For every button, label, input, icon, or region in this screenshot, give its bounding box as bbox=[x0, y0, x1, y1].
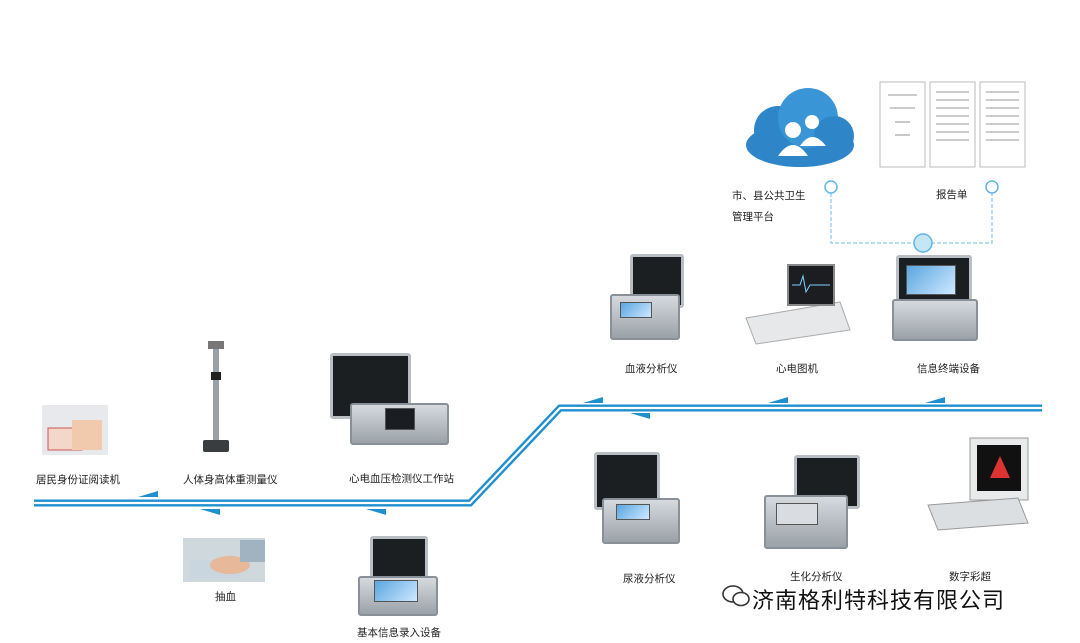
ultrasound-label: 数字彩超 bbox=[949, 571, 991, 583]
info-terminal-image bbox=[892, 255, 978, 341]
company-watermark: 济南格利特科技有限公司 bbox=[752, 589, 1006, 614]
biochem-analyzer-label: 生化分析仪 bbox=[790, 571, 843, 583]
info-entry-device-image bbox=[358, 536, 438, 616]
id-reader-label: 居民身份证阅读机 bbox=[36, 474, 120, 486]
blood-analyzer-label: 血液分析仪 bbox=[625, 363, 678, 375]
report-sheets-icon bbox=[879, 81, 1026, 168]
platform-connector bbox=[830, 193, 993, 256]
flow-arrows bbox=[138, 397, 945, 515]
platform-label-line1: 市、县公共卫生 bbox=[732, 190, 806, 202]
ecg-bp-station-label: 心电血压检测仪工作站 bbox=[349, 473, 454, 485]
platform-label-line2: 管理平台 bbox=[732, 211, 774, 223]
urine-analyzer-label: 尿液分析仪 bbox=[623, 573, 676, 585]
connector-node-hub bbox=[913, 233, 933, 253]
urine-analyzer-image bbox=[594, 452, 680, 544]
blood-analyzer-image bbox=[610, 254, 684, 340]
flow-path bbox=[34, 404, 1042, 507]
arrow-marker bbox=[583, 397, 603, 403]
wechat-icon bbox=[722, 585, 750, 607]
arrow-marker bbox=[138, 491, 158, 497]
ecg-bp-station-image bbox=[330, 353, 450, 448]
height-weight-scale-image bbox=[203, 341, 229, 452]
connector-node-report bbox=[985, 180, 999, 194]
report-label: 报告单 bbox=[936, 189, 968, 201]
arrow-marker bbox=[200, 509, 220, 515]
cloud-people-icon bbox=[746, 88, 854, 167]
info-terminal-label: 信息终端设备 bbox=[917, 363, 980, 375]
arrow-marker bbox=[630, 413, 650, 419]
height-weight-label: 人体身高体重测量仪 bbox=[183, 474, 278, 486]
connector-node-platform bbox=[824, 180, 838, 194]
arrow-marker bbox=[768, 397, 788, 403]
ecg-machine-image bbox=[745, 264, 851, 345]
ecg-machine-label: 心电图机 bbox=[776, 363, 818, 375]
arrow-marker bbox=[366, 509, 386, 515]
id-reader-image bbox=[42, 405, 108, 455]
arrow-marker bbox=[925, 397, 945, 403]
biochem-analyzer-image bbox=[764, 455, 860, 551]
ultrasound-image bbox=[927, 437, 1029, 531]
blood-draw-image bbox=[183, 538, 265, 582]
blood-draw-label: 抽血 bbox=[215, 591, 236, 603]
info-entry-label: 基本信息录入设备 bbox=[357, 627, 441, 639]
